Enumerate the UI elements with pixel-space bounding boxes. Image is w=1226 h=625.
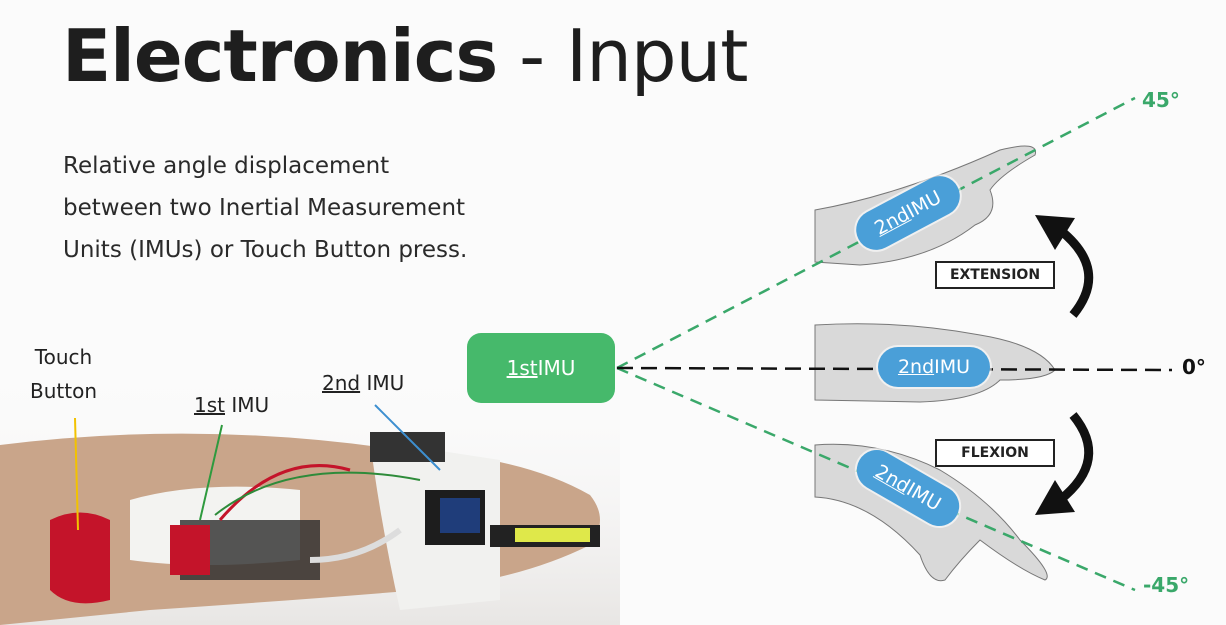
page-title: Electronics - Input: [62, 14, 748, 98]
imu-label: IMU: [934, 356, 971, 378]
first-imu-box: 1st IMU: [467, 333, 615, 403]
label-line: Button: [30, 379, 97, 403]
angle-minus-45: -45°: [1143, 573, 1190, 597]
ordinal: 2nd: [322, 371, 361, 395]
label-line: Touch: [34, 345, 93, 369]
angle-45: 45°: [1142, 88, 1180, 112]
flexion-label: FLEXION: [935, 439, 1055, 467]
angle-0: 0°: [1182, 355, 1206, 379]
description-line: between two Inertial Measurement: [63, 195, 466, 221]
extension-arrow: [1057, 226, 1094, 318]
description-line: Units (IMUs) or Touch Button press.: [63, 237, 468, 263]
title-rest: - Input: [497, 14, 748, 98]
imu-label: IMU: [360, 371, 405, 395]
extension-label: EXTENSION: [935, 261, 1055, 289]
description-line: Relative angle displacement: [63, 153, 390, 179]
imu-label: IMU: [537, 356, 576, 380]
photo-first-imu-label: 1st IMU: [194, 388, 269, 422]
ordinal: 2nd: [897, 356, 935, 378]
title-bold: Electronics: [62, 14, 498, 98]
photo-second-imu-label: 2nd IMU: [322, 366, 404, 400]
imu-label: IMU: [225, 393, 270, 417]
device-photo: [0, 432, 600, 625]
second-imu-neutral: 2nd IMU: [878, 347, 990, 387]
description: Relative angle displacement between two …: [63, 145, 467, 271]
imu-label: IMU: [902, 478, 945, 516]
ordinal: 1st: [506, 356, 538, 380]
flexion-arrow: [1057, 412, 1094, 504]
touch-button-label: Touch Button: [30, 340, 97, 408]
ordinal: 1st: [194, 393, 225, 417]
